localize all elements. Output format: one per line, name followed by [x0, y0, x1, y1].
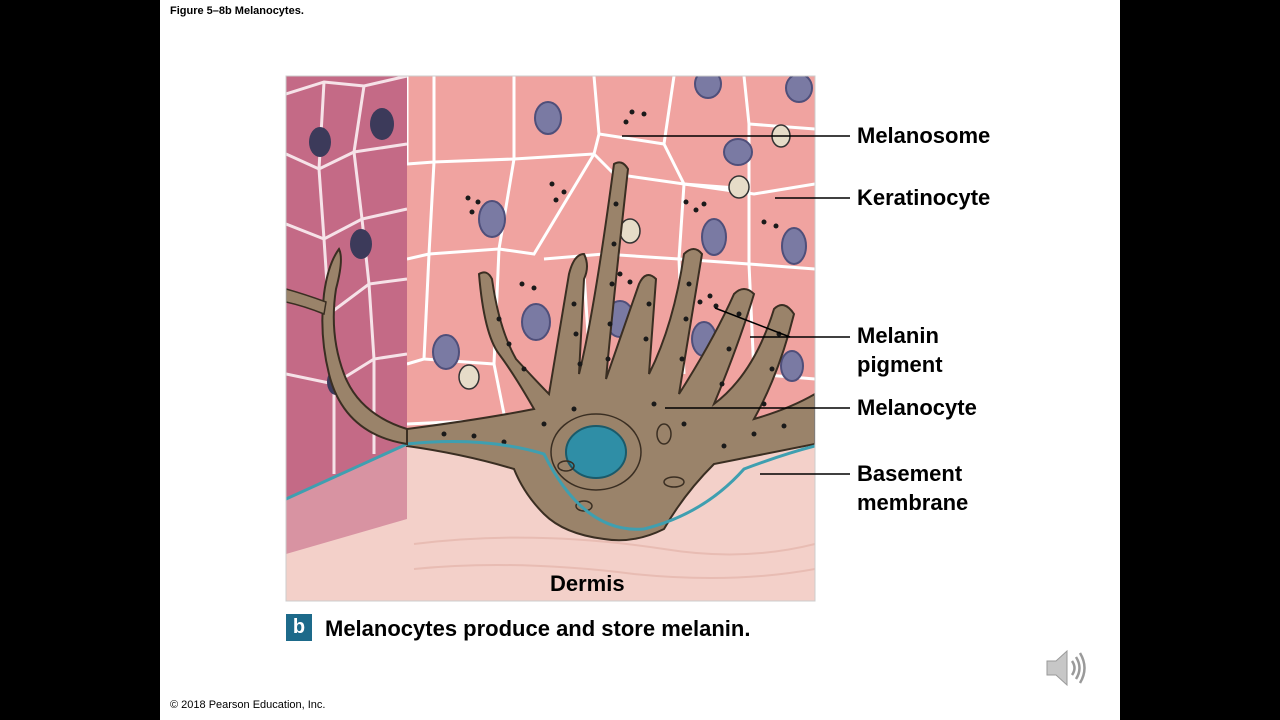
figure-caption: Melanocytes produce and store melanin. [325, 616, 751, 641]
side-dendrite [321, 247, 408, 446]
melanocyte-illustration [285, 75, 816, 602]
figure-title: Figure 5–8b Melanocytes. [170, 5, 304, 17]
leader-lines [622, 135, 850, 475]
label-melanosome: Melanosome [857, 123, 991, 148]
label-melanin-line1: Melanin [857, 323, 939, 348]
copyright-notice: © 2018 Pearson Education, Inc. [170, 699, 326, 711]
label-basement-line1: Basement [857, 461, 963, 486]
epidermis-side-face [286, 76, 407, 499]
label-melanocyte: Melanocyte [857, 395, 977, 420]
basement-membrane [406, 440, 815, 531]
label-melanin-line2: pigment [857, 352, 943, 377]
slide: Figure 5–8b Melanocytes. [160, 0, 1120, 720]
melanosomes [465, 109, 779, 309]
label-basement-line2: membrane [857, 490, 969, 515]
caption-badge: b [286, 614, 312, 641]
label-keratinocyte: Keratinocyte [857, 185, 991, 210]
melanocyte-nucleus [565, 425, 627, 479]
speaker-icon[interactable] [1043, 646, 1089, 690]
label-dermis: Dermis [550, 571, 625, 596]
